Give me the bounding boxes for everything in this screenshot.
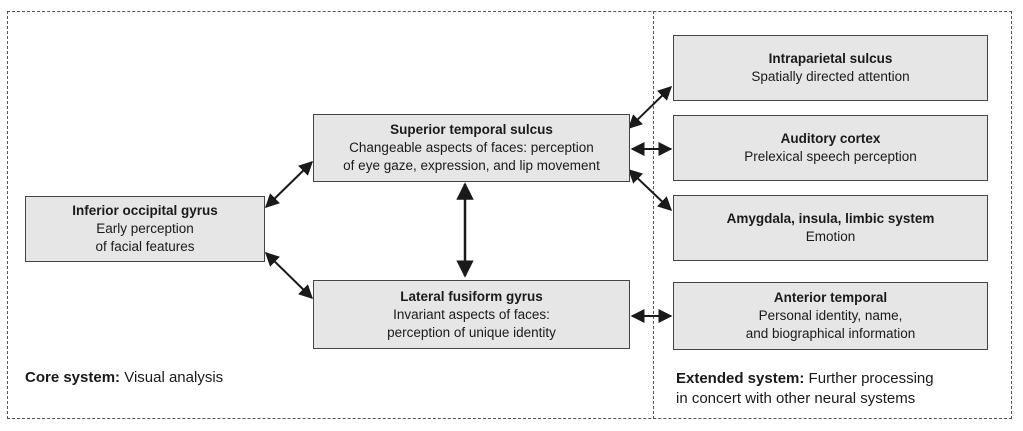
box-description: Prelexical speech perception xyxy=(744,149,917,164)
box-description: Changeable aspects of faces: perception … xyxy=(343,140,600,173)
box-description: Invariant aspects of faces: perception o… xyxy=(387,306,556,340)
core-system-caption: Core system: Visual analysis xyxy=(25,368,223,388)
box-superior-temporal-sulcus: Superior temporal sulcus Changeable aspe… xyxy=(313,114,630,182)
box-title: Auditory cortex xyxy=(780,131,881,146)
box-title: Amygdala, insula, limbic system xyxy=(726,211,935,226)
arrow-sts-ips xyxy=(627,86,673,129)
box-amygdala-insula-limbic: Amygdala, insula, limbic system Emotion xyxy=(673,195,988,261)
arrow-sts-amy xyxy=(627,169,673,211)
caption-text: Further processing xyxy=(804,370,934,387)
box-title: Superior temporal sulcus xyxy=(390,122,553,137)
diagram-frame xyxy=(7,11,1012,419)
box-title: Lateral fusiform gyrus xyxy=(400,288,543,304)
box-inferior-occipital-gyrus: Inferior occipital gyrus Early perceptio… xyxy=(25,196,265,262)
arrow-iog-lfg xyxy=(264,252,314,299)
box-description: Spatially directed attention xyxy=(751,69,910,84)
box-description: Personal identity, name, and biographica… xyxy=(745,308,916,341)
caption-text-line2: in concert with other neural systems xyxy=(676,390,916,407)
box-title: Anterior temporal xyxy=(773,290,888,305)
caption-label: Core system: xyxy=(25,369,121,386)
system-divider xyxy=(653,11,654,419)
caption-text: Visual analysis xyxy=(120,369,224,386)
extended-system-caption: Extended system: Further processing in c… xyxy=(676,369,934,409)
box-lateral-fusiform-gyrus: Lateral fusiform gyrus Invariant aspects… xyxy=(313,280,630,349)
box-intraparietal-sulcus: Intraparietal sulcus Spatially directed … xyxy=(673,35,988,101)
box-description: Early perception of facial features xyxy=(95,221,195,254)
box-anterior-temporal: Anterior temporal Personal identity, nam… xyxy=(673,282,988,350)
caption-label: Extended system: xyxy=(676,370,805,387)
arrow-iog-sts xyxy=(264,161,314,208)
box-title: Intraparietal sulcus xyxy=(768,51,893,66)
box-description: Emotion xyxy=(805,229,856,244)
box-auditory-cortex: Auditory cortex Prelexical speech percep… xyxy=(673,115,988,181)
box-title: Inferior occipital gyrus xyxy=(72,203,218,218)
